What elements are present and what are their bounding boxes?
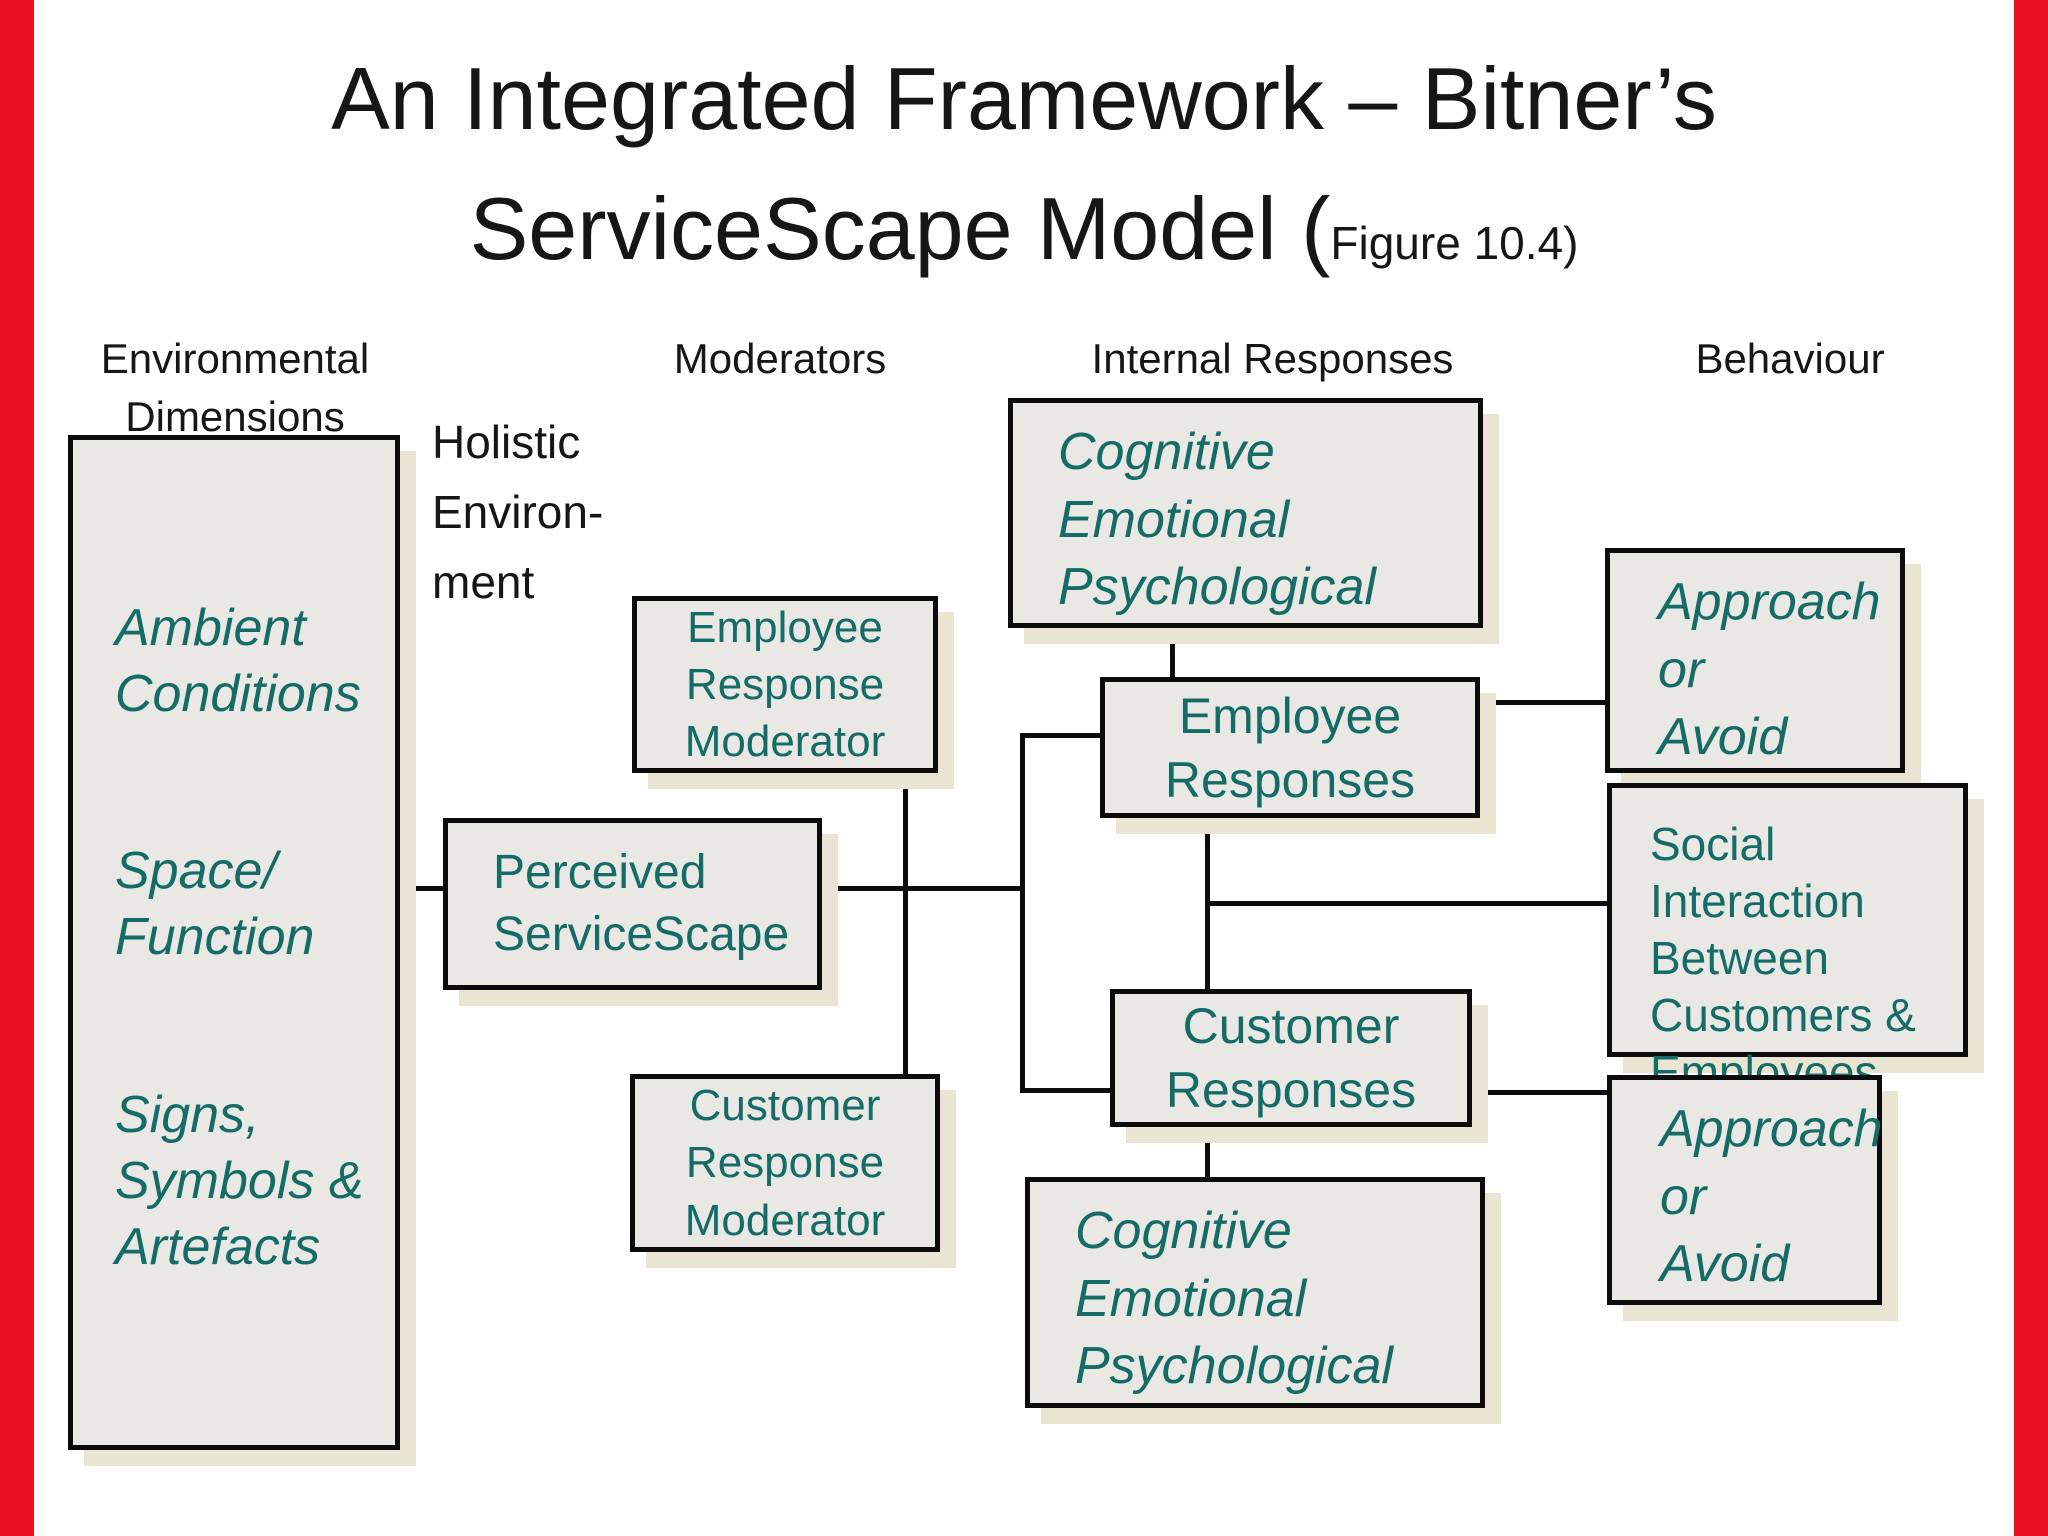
customer-response-moderator-box: Customer Response Moderator: [630, 1074, 940, 1252]
column-header-environmental-dimensions: Environmental Dimensions: [100, 335, 370, 440]
column-header-behaviour: Behaviour: [1695, 335, 1885, 382]
connector-perceived-to-bracket: [822, 886, 1020, 891]
customer-responses-box: Customer Responses: [1110, 989, 1472, 1127]
column-header-moderators: Moderators: [673, 335, 887, 382]
figure-caption: Figure 10.4): [1330, 217, 1579, 270]
column-header-internal-responses: Internal Responses: [1091, 335, 1454, 382]
connector-customer-responses-to-cognitive-bottom: [1205, 1127, 1210, 1177]
connector-to-social-interaction: [1205, 901, 1607, 906]
left-red-edge-bar: [0, 0, 34, 1536]
slide-title-line2: ServiceScape Model (Figure 10.4): [469, 179, 1579, 279]
connector-moderator-vertical: [903, 773, 908, 1074]
holistic-environment-label: Holistic Environ- ment: [432, 416, 604, 608]
ambient-conditions-label: Ambient Conditions: [115, 599, 361, 724]
employee-response-moderator-box: Employee Response Moderator: [632, 596, 938, 773]
slide-title-line1: An Integrated Framework – Bitner’s: [331, 49, 1717, 148]
environmental-dimensions-box: Ambient Conditions Space/ Function Signs…: [68, 435, 400, 1450]
social-interaction-box: Social Interaction Between Customers & E…: [1607, 783, 1968, 1098]
approach-or-avoid-bottom-box: Approach or Avoid: [1607, 1075, 1883, 1305]
employee-responses-box: Employee Responses: [1100, 677, 1480, 818]
connector-bracket-vertical: [1020, 733, 1025, 1093]
slide-title: An Integrated Framework – Bitner’s Servi…: [60, 34, 1988, 294]
right-red-edge-bar: [2014, 0, 2048, 1536]
cognitive-emotional-psychological-top-box: Cognitive Emotional Psychological: [1008, 398, 1483, 628]
connector-customer-responses-to-approach-bottom: [1472, 1090, 1607, 1095]
space-function-label: Space/ Function: [115, 842, 315, 967]
connector-bracket-to-customer-responses: [1020, 1088, 1110, 1093]
connector-env-to-perceived: [400, 886, 443, 891]
approach-or-avoid-top-box: Approach or Avoid: [1605, 548, 1905, 773]
connector-bracket-to-employee-responses: [1020, 733, 1100, 738]
cognitive-emotional-psychological-bottom-box: Cognitive Emotional Psychological: [1025, 1177, 1485, 1408]
connector-cognitive-top-to-employee-responses: [1170, 628, 1175, 677]
connector-employee-responses-to-approach-top: [1480, 700, 1605, 705]
perceived-servicescape-box: Perceived ServiceScape: [443, 818, 822, 990]
signs-symbols-artefacts-label: Signs, Symbols & Artefacts: [115, 1086, 364, 1277]
